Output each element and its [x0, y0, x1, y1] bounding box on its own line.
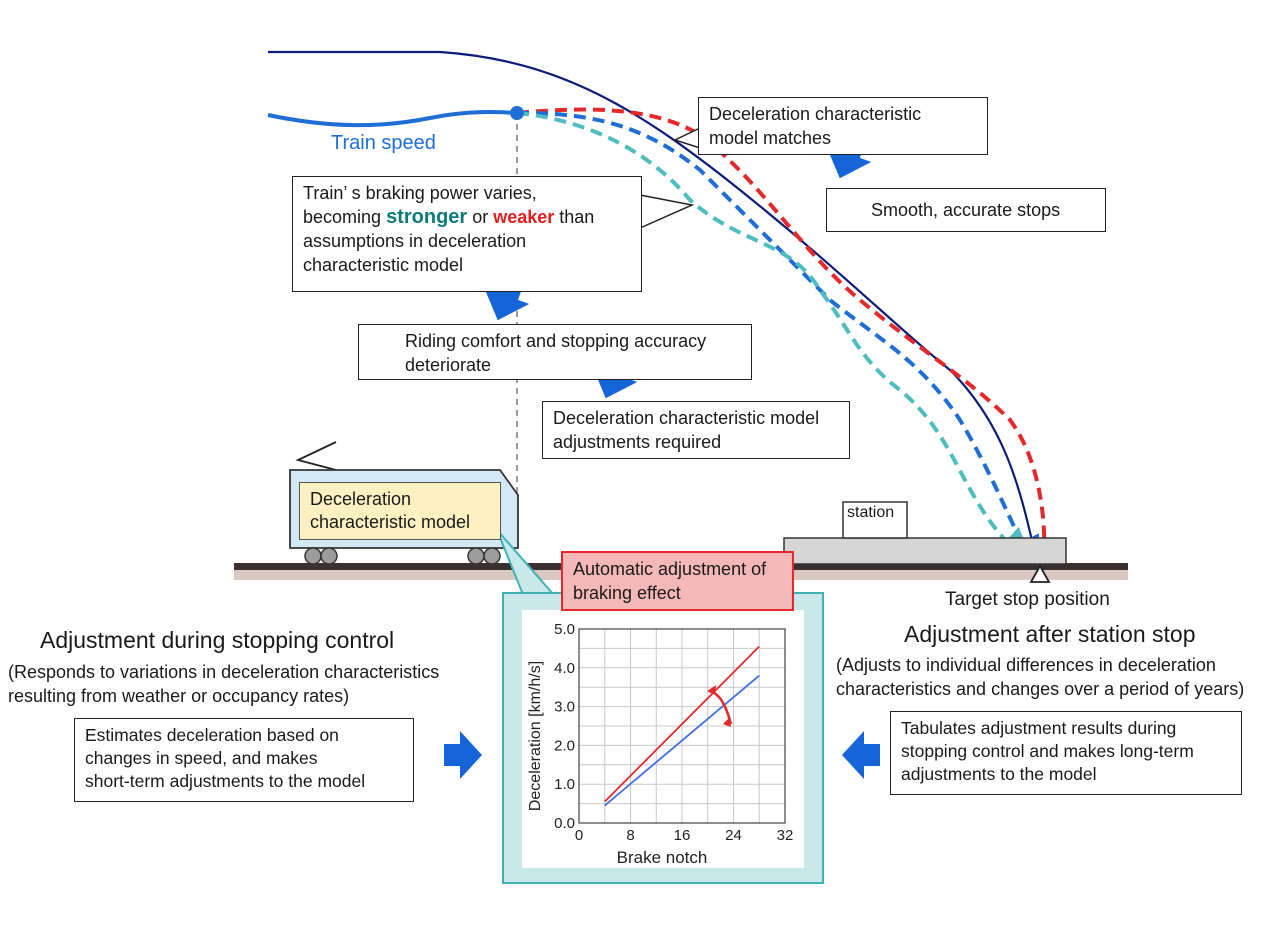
braking-line-2a: becoming — [303, 207, 387, 227]
tabulates-box: Tabulates adjustment results during stop… — [890, 711, 1242, 795]
left-section-desc-2: resulting from weather or occupancy rate… — [8, 686, 350, 706]
right-section-desc-1: (Adjusts to individual differences in de… — [836, 655, 1216, 675]
weaker-brake-curve — [516, 107, 1065, 580]
estimates-line-2: changes in speed, and makes — [85, 748, 318, 768]
target-stop-marker — [1029, 564, 1051, 583]
x-tick-label: 16 — [674, 827, 691, 844]
braking-line-2c: than — [554, 207, 595, 227]
blue-arrow-left — [842, 731, 880, 779]
braking-line-2b: or — [467, 207, 494, 227]
train-model-line-2: characteristic model — [310, 512, 471, 532]
model-matches-box: Deceleration characteristic model matche… — [698, 97, 988, 155]
left-section-title: Adjustment during stopping control — [40, 627, 395, 653]
tabulates-line-2: stopping control and makes long-term — [901, 741, 1194, 761]
adjustment-arrowhead-bottom — [722, 717, 731, 728]
auto-adjust-line-2: braking effect — [573, 583, 681, 603]
pantograph — [295, 441, 337, 471]
stronger-brake-curve — [516, 111, 1035, 569]
model-matches-line-2: model matches — [709, 128, 832, 148]
adjust-required-line-2: adjustments required — [553, 432, 722, 452]
y-tick-label: 1.0 — [554, 776, 575, 793]
right-section-title: Adjustment after station stop — [904, 621, 1196, 647]
target-stop-label: Target stop position — [945, 589, 1110, 610]
y-tick-label: 0.0 — [554, 815, 575, 832]
tabulates-line-1: Tabulates adjustment results during — [901, 718, 1177, 738]
y-tick-label: 5.0 — [554, 621, 575, 638]
deteriorate-line-2: deteriorate — [405, 355, 492, 375]
station-building — [842, 501, 908, 539]
adjust-required-line-1: Deceleration characteristic model — [553, 408, 820, 428]
x-tick-label: 24 — [725, 827, 742, 844]
estimates-line-3: short-term adjustments to the model — [85, 771, 366, 791]
smooth-stops-box: Smooth, accurate stops — [826, 188, 1106, 232]
smooth-stops-label: Smooth, accurate stops — [871, 200, 1061, 220]
weaker-word: weaker — [493, 207, 555, 227]
deteriorate-line-1: Riding comfort and stopping accuracy — [405, 331, 707, 351]
x-axis-label: Brake notch — [617, 848, 708, 867]
left-section-desc-1: (Responds to variations in deceleration … — [8, 662, 440, 682]
auto-adjust-line-1: Automatic adjustment of — [573, 559, 767, 579]
station-label: station — [847, 504, 895, 521]
train-speed-line — [267, 110, 518, 128]
deteriorate-box: Riding comfort and stopping accuracy det… — [358, 324, 752, 380]
y-axis-label: Deceleration [km/h/s] — [527, 661, 544, 811]
train-wheels — [304, 547, 501, 565]
stronger-word: stronger — [386, 206, 468, 228]
y-tick-label: 2.0 — [554, 737, 575, 754]
braking-line-4: characteristic model — [303, 255, 464, 275]
y-tick-label: 4.0 — [554, 660, 575, 677]
train-model-box: Deceleration characteristic model — [299, 482, 501, 540]
adjustment-arrowhead-top — [707, 685, 717, 695]
plot-frame — [578, 628, 786, 824]
auto-adjust-callout: Automatic adjustment of braking effect — [561, 551, 794, 611]
blue-arrow-right — [444, 731, 482, 779]
y-tick-label: 3.0 — [554, 699, 575, 716]
braking-line-3: assumptions in deceleration — [303, 231, 527, 251]
braking-varies-box: Train’ s braking power varies, becoming … — [292, 176, 642, 292]
model-matches-line-1: Deceleration characteristic — [709, 104, 922, 124]
x-tick-label: 0 — [575, 827, 583, 844]
model-matches-tail — [672, 126, 701, 150]
braking-varies-tail — [639, 194, 695, 230]
x-tick-label: 8 — [626, 827, 634, 844]
series-line-1 — [604, 645, 760, 803]
train-model-line-1: Deceleration — [310, 489, 412, 509]
train-speed-label: Train speed — [331, 132, 436, 154]
estimates-box: Estimates deceleration based on changes … — [74, 718, 414, 802]
estimates-line-1: Estimates deceleration based on — [85, 725, 339, 745]
adjust-required-box: Deceleration characteristic model adjust… — [542, 401, 850, 459]
braking-line-2: becoming stronger or weaker than — [303, 205, 631, 229]
tabulates-line-3: adjustments to the model — [901, 764, 1097, 784]
braking-line-1: Train’ s braking power varies, — [303, 183, 537, 203]
speed-point — [510, 106, 524, 120]
ideal-speed-curve — [268, 50, 1038, 561]
platform — [783, 537, 1067, 565]
series-line-2 — [604, 674, 760, 807]
right-section-desc-2: characteristics and changes over a perio… — [836, 679, 1245, 699]
x-tick-label: 32 — [777, 827, 794, 844]
